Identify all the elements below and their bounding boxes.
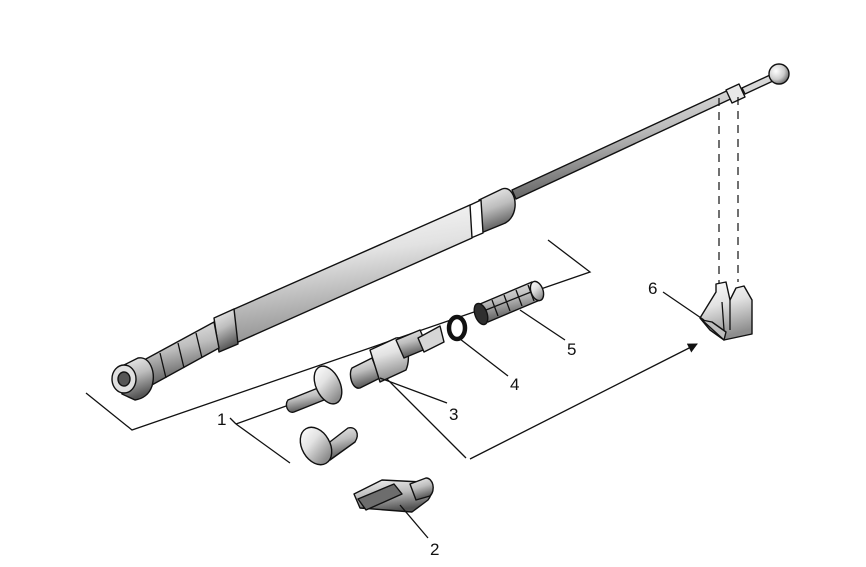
leader-line-3 xyxy=(379,377,448,404)
o-ring xyxy=(446,314,468,342)
callout-1: 1 xyxy=(217,410,226,429)
callout-3: 3 xyxy=(449,405,458,424)
leader-line-2 xyxy=(399,504,429,539)
callout-4: 4 xyxy=(510,375,519,394)
flat-nozzle xyxy=(353,477,434,513)
grip-ring xyxy=(177,342,185,369)
coupling-adapter xyxy=(349,325,445,389)
grip-ring xyxy=(195,332,203,359)
main-tube xyxy=(231,204,473,344)
holder-clip xyxy=(699,281,753,341)
rod-tip-stem xyxy=(741,74,774,95)
callout-2: 2 xyxy=(430,540,439,559)
placement-arrow xyxy=(469,343,698,460)
rod-sleeve xyxy=(725,83,746,104)
rod-ball-tip xyxy=(768,63,790,85)
tube-coupling xyxy=(478,187,516,234)
callout-5: 5 xyxy=(567,340,576,359)
leader-line-6 xyxy=(662,291,705,321)
extension-rod xyxy=(511,87,738,200)
callout-6: 6 xyxy=(648,279,657,298)
leader-line-1 xyxy=(229,417,237,425)
lance-assembly xyxy=(111,63,790,401)
nozzle-round-upper xyxy=(285,365,343,413)
bracket-frame-outer xyxy=(85,239,592,431)
filter-screen xyxy=(473,280,545,326)
nozzle-round-lower xyxy=(299,426,358,466)
end-nut-hole xyxy=(117,371,131,387)
leader-line-5 xyxy=(519,309,566,341)
leader-line-4 xyxy=(459,338,509,377)
grip-ring xyxy=(159,352,167,379)
handle-grip xyxy=(143,321,220,387)
